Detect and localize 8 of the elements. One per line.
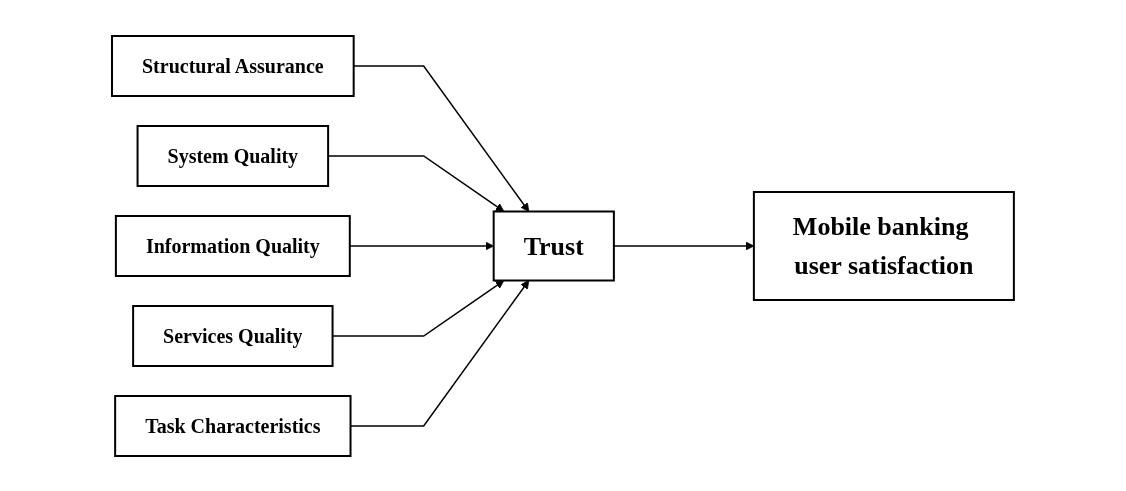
node-box: Trust: [492, 210, 615, 281]
arrow: [353, 64, 530, 212]
node-box: Mobile banking user satisfaction: [752, 190, 1015, 301]
node-box: Task Characteristics: [114, 394, 352, 457]
node-box: Structural Assurance: [111, 34, 355, 97]
node-box: System Quality: [136, 124, 330, 187]
node-box: Information Quality: [114, 214, 351, 277]
node-box: Services Quality: [132, 304, 334, 367]
